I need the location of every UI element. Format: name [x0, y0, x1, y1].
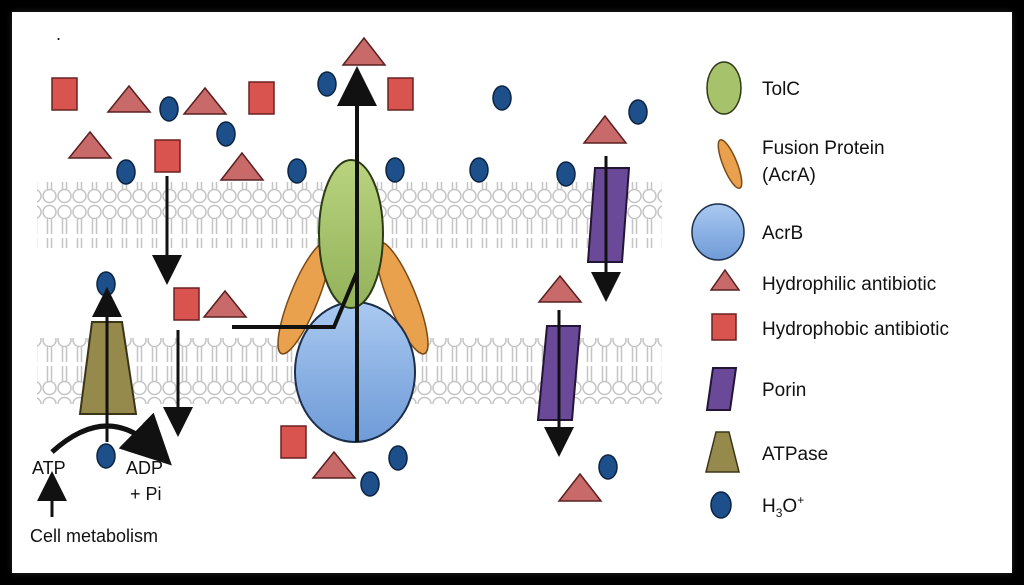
hydronium-icon [385, 157, 405, 183]
hydronium-icon [492, 85, 512, 111]
hydronium-icon [116, 159, 136, 185]
efflux-pump-diagram: ATP ADP + Pi Cell metabolism TolC Fusion… [30, 24, 949, 546]
hydronium-icon [556, 161, 576, 187]
triangle-icon [341, 36, 387, 66]
legend-atpase: ATPase [762, 444, 828, 465]
legend-fusion-acra: (AcrA) [762, 165, 816, 186]
square-icon [248, 81, 275, 115]
legend: TolC Fusion Protein (AcrA) AcrB Hydrophi… [691, 61, 949, 520]
hydronium-icon [96, 443, 116, 469]
legend-h3o: H3O+ [762, 493, 804, 520]
dot-mark: . [56, 24, 61, 44]
tolc-ellipse-icon [706, 61, 742, 115]
triangle-icon [557, 472, 603, 502]
tolc [318, 159, 384, 309]
triangle-icon [537, 274, 583, 303]
porin-icon [705, 367, 738, 411]
triangle-icon [202, 289, 248, 318]
triangle-icon [219, 151, 265, 181]
hydronium-icon [360, 471, 380, 497]
efflux-pump [232, 66, 429, 443]
hydronium-icon [216, 121, 236, 147]
hydrophobic-antibiotics [51, 77, 414, 459]
hydronium-icon [317, 71, 337, 97]
cell-metabolism-label: Cell metabolism [30, 526, 158, 546]
pi-label: + Pi [130, 484, 162, 504]
atpase [50, 287, 172, 466]
adp-label: ADP [126, 458, 163, 478]
hydronium-icon [710, 491, 732, 519]
square-icon [280, 425, 307, 459]
hydrophilic-antibiotics [67, 36, 628, 502]
square-icon [154, 139, 181, 173]
square-icon [173, 287, 200, 321]
hydronium-icon [287, 158, 307, 184]
square-icon [51, 77, 78, 111]
trapezoid-icon [705, 431, 740, 473]
triangle-icon [67, 130, 113, 159]
square-icon [711, 313, 737, 341]
diagram-canvas: ATP ADP + Pi Cell metabolism TolC Fusion… [12, 12, 1012, 573]
legend-tolc: TolC [762, 79, 800, 100]
triangle-icon [709, 268, 741, 291]
square-icon [387, 77, 414, 111]
hydronium-icon [159, 96, 179, 122]
legend-hydrophilic: Hydrophilic antibiotic [762, 274, 936, 295]
hydronium-icon [388, 445, 408, 471]
triangle-icon [311, 450, 357, 479]
triangle-icon [182, 86, 228, 115]
atp-label: ATP [32, 458, 66, 478]
atp-conversion-arrow [50, 412, 172, 466]
legend-acrb: AcrB [762, 223, 803, 244]
legend-porin: Porin [762, 380, 806, 401]
acrb-circle-icon [691, 203, 745, 261]
hydronium-icon [598, 454, 618, 480]
hydronium-icon [628, 99, 648, 125]
triangle-icon [106, 84, 152, 113]
legend-fusion: Fusion Protein [762, 138, 885, 159]
porin-icon [586, 167, 631, 263]
hydronium-icon [96, 271, 116, 297]
hydronium-icon [469, 157, 489, 183]
porins [536, 156, 631, 457]
triangle-icon [582, 114, 628, 144]
capture-path [232, 271, 359, 329]
fusion-protein-icon [717, 139, 743, 189]
legend-hydrophobic: Hydrophobic antibiotic [762, 319, 949, 340]
